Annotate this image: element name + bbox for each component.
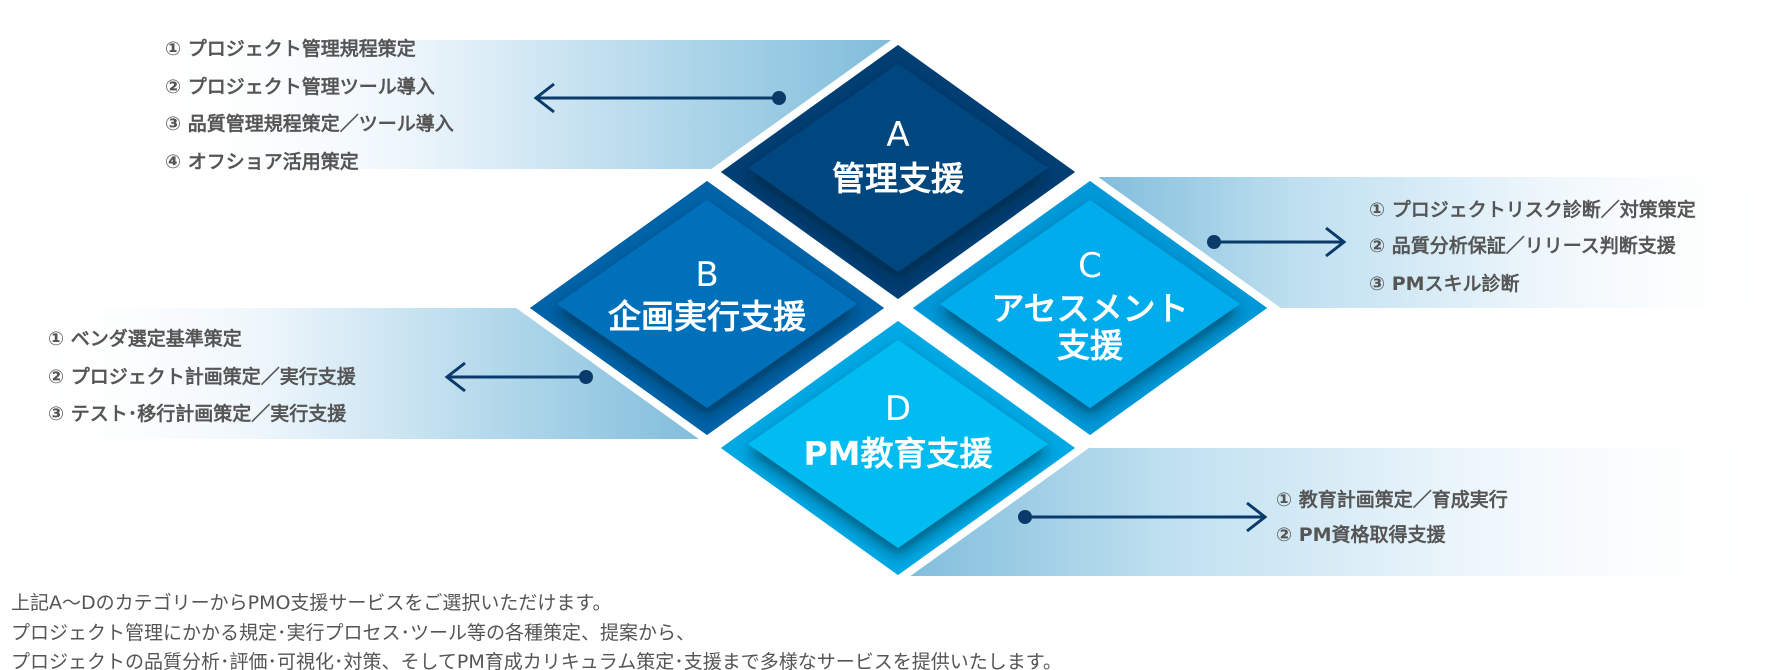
diamond-inner: [748, 340, 1048, 548]
arrow-left-icon: [533, 82, 555, 114]
list-item: ② 品質分析保証／リリース判断支援: [1369, 234, 1677, 257]
connector-d: [1018, 501, 1268, 533]
list-item: ③ 品質管理規程策定／ツール導入: [165, 112, 454, 135]
arrow-right-icon: [1246, 501, 1268, 533]
category-d-diamond: [707, 311, 1089, 585]
footer-description: 上記A～DのカテゴリーからPMO支援サービスをご選択いただけます。 プロジェクト…: [11, 592, 1062, 670]
list-item: ③ テスト･移行計画策定／実行支援: [48, 402, 347, 425]
category-a-title: 管理支援: [832, 159, 965, 198]
list-item: ④ オフショア活用策定: [165, 150, 359, 173]
connector-c: [1207, 226, 1347, 258]
list-item: ② プロジェクト管理ツール導入: [165, 75, 435, 98]
diamond-inner: [557, 200, 857, 408]
diamond-inner: [748, 64, 1048, 272]
connector-dot: [772, 91, 786, 105]
category-b-diamond: [516, 171, 898, 445]
connector-dot: [579, 370, 593, 384]
footer-line: プロジェクト管理にかかる規定･実行プロセス･ツール等の各種策定、提案から、: [11, 622, 695, 644]
connector-b: [444, 361, 593, 393]
connector-dot: [1207, 235, 1221, 249]
category-c-letter: C: [1078, 246, 1102, 286]
category-d-title: PM教育支援: [803, 434, 993, 473]
category-c-diamond: [899, 171, 1281, 445]
category-a-letter: A: [886, 115, 909, 155]
list-item: ① ベンダ選定基準策定: [48, 327, 242, 350]
list-item: ③ PMスキル診断: [1369, 272, 1520, 295]
list-item: ① プロジェクト管理規程策定: [165, 37, 416, 60]
category-b-title: 企画実行支援: [608, 297, 807, 336]
category-c-title-line1: アセスメント: [991, 289, 1188, 328]
diamond-inner: [940, 200, 1240, 408]
list-item: ① 教育計画策定／育成実行: [1276, 488, 1508, 511]
category-b-items: ① ベンダ選定基準策定 ② プロジェクト計画策定／実行支援 ③ テスト･移行計画…: [48, 327, 357, 425]
footer-line: 上記A～DのカテゴリーからPMO支援サービスをご選択いただけます。: [11, 592, 612, 614]
connector-dot: [1018, 510, 1032, 524]
category-b-letter: B: [695, 255, 718, 295]
list-item: ② PM資格取得支援: [1276, 523, 1447, 546]
category-a-items: ① プロジェクト管理規程策定 ② プロジェクト管理ツール導入 ③ 品質管理規程策…: [165, 37, 454, 173]
category-d-items: ① 教育計画策定／育成実行 ② PM資格取得支援: [1276, 488, 1508, 546]
category-c-title-line2: 支援: [1057, 326, 1124, 365]
list-item: ② プロジェクト計画策定／実行支援: [48, 365, 357, 388]
footer-line: プロジェクトの品質分析･評価･可視化･対策、そしてPM育成カリキュラム策定･支援…: [11, 651, 1062, 670]
category-a-diamond: [707, 35, 1089, 309]
connector-a: [533, 82, 786, 114]
arrow-left-icon: [444, 361, 466, 393]
category-d-letter: D: [885, 389, 911, 429]
arrow-right-icon: [1325, 226, 1347, 258]
list-item: ① プロジェクトリスク診断／対策策定: [1369, 198, 1696, 221]
category-c-items: ① プロジェクトリスク診断／対策策定 ② 品質分析保証／リリース判断支援 ③ P…: [1369, 198, 1696, 295]
